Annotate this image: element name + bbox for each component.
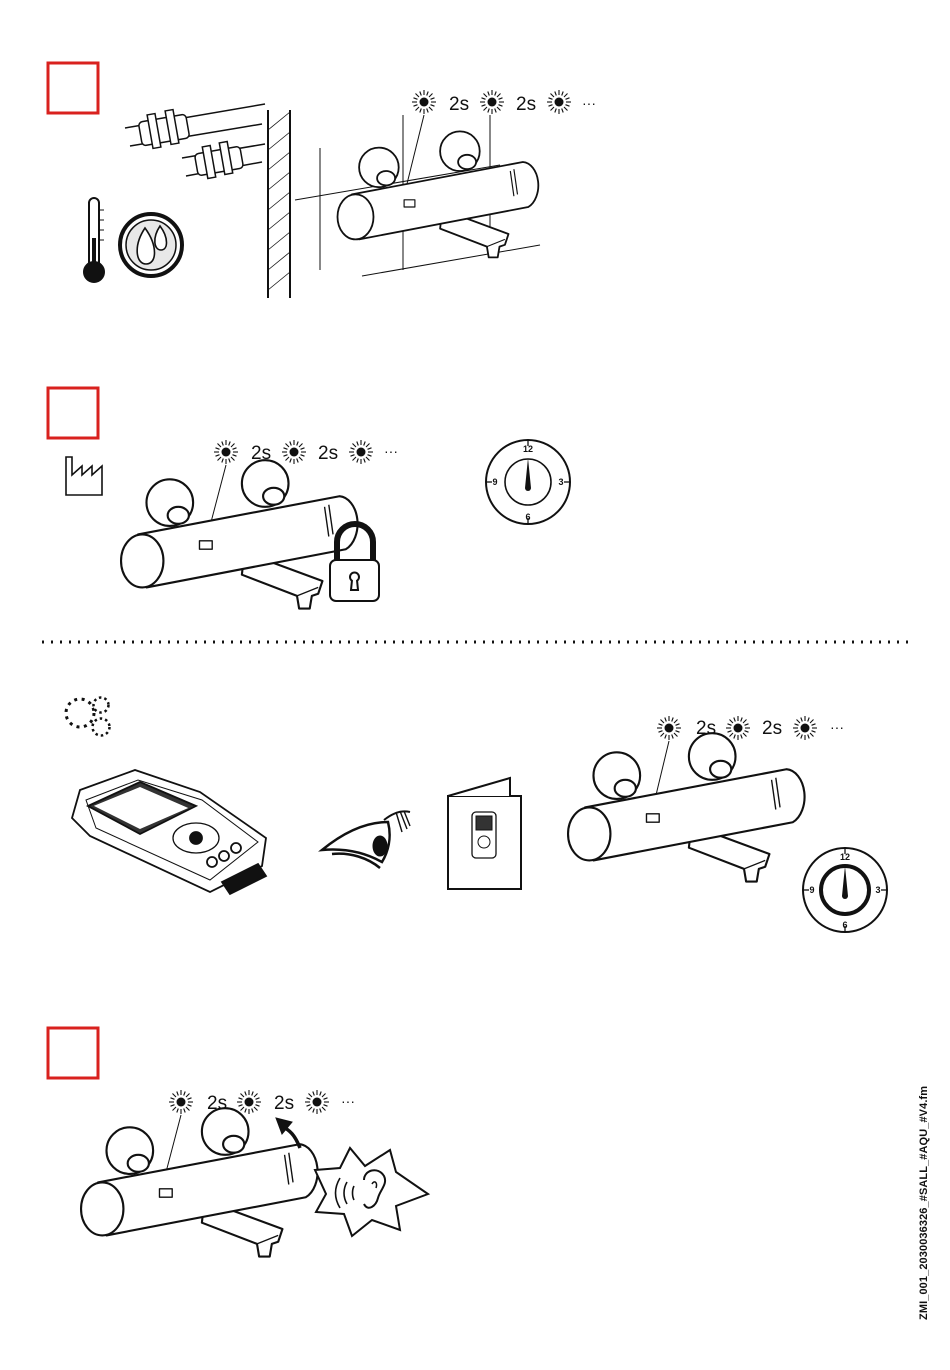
water-drops-icon bbox=[120, 214, 182, 276]
led-flash-icon bbox=[305, 1090, 329, 1114]
led-flash-icon bbox=[793, 716, 817, 740]
ellipsis: ··· bbox=[830, 719, 844, 735]
led-flash-icon bbox=[726, 716, 750, 740]
led-flash-icon bbox=[480, 90, 504, 114]
bath-mixer-illustration bbox=[121, 460, 358, 608]
dial-label-3: 3 bbox=[558, 477, 563, 487]
dial-label-6: 6 bbox=[842, 920, 847, 930]
led-flash-icon bbox=[214, 440, 238, 464]
rotate-arrow-icon bbox=[276, 1118, 300, 1148]
shutoff-valves-illustration bbox=[125, 104, 265, 178]
led-flash-icon bbox=[657, 716, 681, 740]
led-flash-icon bbox=[282, 440, 306, 464]
step-box-2 bbox=[48, 388, 98, 438]
temperature-dial-12-oclock: 12 3 6 9 bbox=[486, 440, 570, 524]
led-flash-icon bbox=[349, 440, 373, 464]
factory-icon bbox=[66, 457, 102, 495]
dial-label-9: 9 bbox=[809, 885, 814, 895]
document-code: ZMI_001_2030036326_#SALL_#AQU_#V4.fm bbox=[918, 1040, 938, 1320]
interval-label: 2s bbox=[274, 1093, 294, 1114]
ellipsis: ··· bbox=[341, 1093, 355, 1109]
settings-gears-icon bbox=[66, 698, 110, 736]
thermometer-icon bbox=[84, 198, 104, 282]
interval-label: 2s bbox=[762, 718, 782, 739]
led-flash-icon bbox=[169, 1090, 193, 1114]
dial-label-12: 12 bbox=[840, 852, 850, 862]
audible-click-icon bbox=[315, 1148, 428, 1236]
manual-booklet-icon bbox=[448, 778, 521, 889]
interval-label: 2s bbox=[318, 443, 338, 464]
wall-section bbox=[268, 110, 290, 298]
led-flash-icon bbox=[412, 90, 436, 114]
temperature-dial-12-oclock-bold: 12 3 6 9 bbox=[803, 848, 887, 932]
dial-label-6: 6 bbox=[525, 512, 530, 522]
step-box-1 bbox=[48, 63, 98, 113]
remote-control-illustration bbox=[72, 770, 266, 894]
interval-label: 2s bbox=[449, 94, 469, 115]
interval-label: 2s bbox=[516, 94, 536, 115]
ellipsis: ··· bbox=[582, 95, 596, 111]
led-flash-icon bbox=[237, 1090, 261, 1114]
eye-icon bbox=[322, 811, 410, 868]
bath-mixer-illustration bbox=[568, 733, 805, 881]
step-box-3 bbox=[48, 1028, 98, 1078]
dial-label-12: 12 bbox=[523, 444, 533, 454]
led-flash-icon bbox=[547, 90, 571, 114]
bath-mixer-illustration bbox=[338, 131, 539, 257]
dial-label-9: 9 bbox=[492, 477, 497, 487]
ellipsis: ··· bbox=[384, 443, 398, 459]
dial-label-3: 3 bbox=[875, 885, 880, 895]
